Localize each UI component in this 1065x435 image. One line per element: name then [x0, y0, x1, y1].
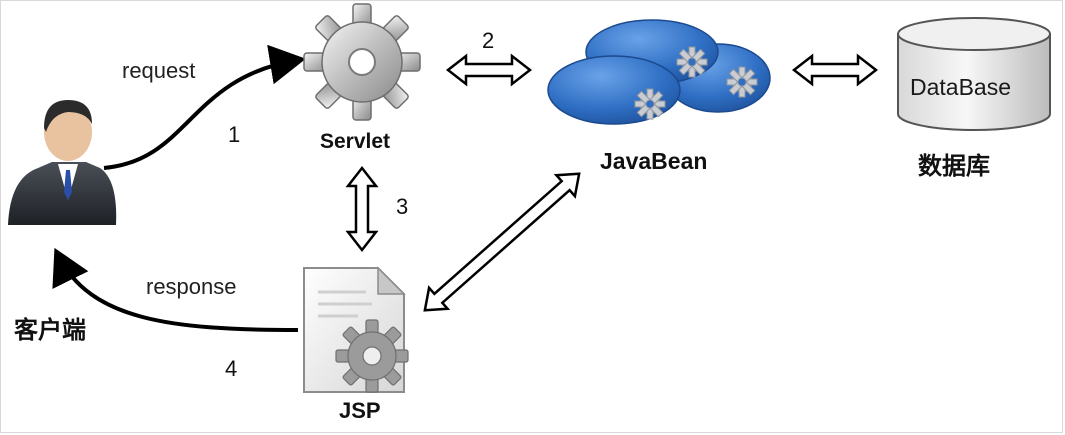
gear-icon [303, 3, 421, 121]
step-2-label: 2 [482, 28, 495, 53]
response-label: response [146, 274, 237, 299]
step-4-label: 4 [225, 356, 238, 381]
servlet-label: Servlet [320, 130, 391, 153]
client-label: 客户端 [14, 316, 86, 344]
step-3-label: 3 [396, 194, 409, 219]
double-arrow-javabean-database [791, 53, 879, 87]
document-gear-icon [303, 266, 409, 393]
step-1-label: 1 [228, 122, 241, 147]
double-arrow-servlet-jsp [345, 165, 379, 253]
database-cylinder-icon [897, 17, 1051, 131]
response-arrow [52, 247, 299, 332]
businessman-icon [8, 100, 117, 225]
database-caption-label: 数据库 [918, 152, 990, 180]
jsp-label: JSP [339, 398, 381, 423]
request-arrow [103, 44, 306, 170]
javabean-label: JavaBean [600, 148, 708, 174]
double-arrow-jsp-javabean [423, 172, 581, 312]
double-arrow-servlet-javabean [445, 53, 533, 87]
bean-cluster-icon [547, 19, 771, 125]
request-label: request [122, 58, 196, 83]
database-inner-label: DataBase [910, 74, 1012, 100]
